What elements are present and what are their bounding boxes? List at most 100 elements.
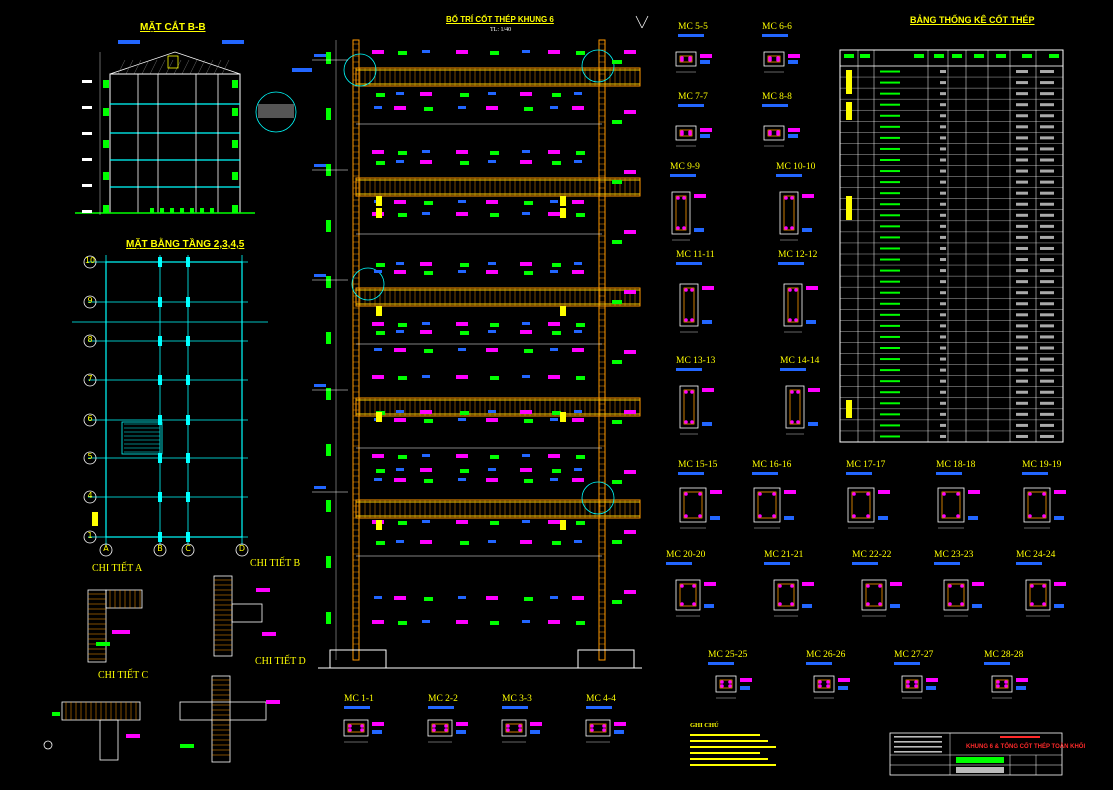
section-bar: [590, 724, 594, 728]
schedule-bar-shape: [880, 81, 900, 84]
north-arrow: [635, 15, 643, 29]
section-bar: [360, 724, 364, 728]
section-bar: [690, 318, 694, 322]
section-bar: [826, 684, 830, 688]
section-bar: [852, 492, 856, 496]
section-bar: [996, 684, 1000, 688]
rebar-tag: [396, 410, 404, 413]
rebar-tag: [460, 161, 469, 165]
schedule-cell: [1016, 103, 1028, 107]
section-bar: [518, 724, 522, 728]
rebar-tag: [522, 520, 530, 523]
schedule-cell: [940, 258, 946, 262]
section-outline: [943, 579, 969, 611]
section-stirrup: [777, 583, 795, 607]
rebar-tag: [460, 331, 469, 335]
schedule-member-mark: [846, 102, 852, 120]
rebar-mark: [376, 412, 382, 422]
rebar-tag: [394, 200, 406, 204]
schedule-cell: [940, 158, 946, 162]
schedule-header-cell: [914, 54, 924, 58]
section-bb-marker: [103, 172, 109, 180]
section-bb-marker: [103, 140, 109, 148]
schedule-cell: [940, 246, 946, 250]
section-label-underline: [936, 472, 962, 475]
section-bar: [956, 492, 960, 496]
rebar-mark: [560, 208, 566, 218]
schedule-cell: [940, 324, 946, 328]
section-bar: [784, 226, 788, 230]
schedule-cell: [940, 313, 946, 317]
rebar-tag: [552, 541, 561, 545]
floor-plan-column: [158, 453, 162, 463]
section-bar: [698, 514, 702, 518]
schedule-bar-shape: [880, 192, 900, 195]
floor-plan-row-label: 8: [87, 335, 93, 344]
section-bar: [682, 196, 686, 200]
section-stirrup: [941, 491, 961, 519]
schedule-cell: [1040, 401, 1054, 405]
rebar-tag: [520, 92, 532, 96]
rebar-tag: [376, 541, 385, 545]
frame-beam: [355, 397, 641, 417]
section-label-underline: [344, 706, 370, 709]
floor-plan-row-bubble: [83, 295, 97, 309]
section-label-underline: [806, 662, 832, 665]
floor-plan-column: [186, 453, 190, 463]
rebar-tag: [394, 348, 406, 352]
schedule-bar-shape: [880, 269, 900, 272]
frame-beam: [355, 499, 641, 519]
schedule-cell: [940, 335, 946, 339]
schedule-cell: [1016, 158, 1028, 162]
title-block-text: [894, 746, 942, 748]
floor-plan-row-label: 5: [87, 452, 93, 461]
section-bar: [692, 602, 696, 606]
section-label-underline: [678, 472, 704, 475]
rebar-mark: [560, 306, 566, 316]
section-label: MC 20-20: [666, 550, 706, 560]
title-block-field: [956, 757, 1004, 763]
section-bar: [676, 226, 680, 230]
section-bar: [826, 680, 830, 684]
rebar-tag: [624, 470, 636, 474]
schedule-cell: [940, 103, 946, 107]
section-bar: [852, 514, 856, 518]
rebar-tag: [486, 106, 498, 110]
section-stirrup: [789, 389, 801, 425]
section-outline: [679, 283, 699, 327]
schedule-cell: [1016, 291, 1028, 295]
section-tag: [972, 604, 982, 608]
schedule-bar-shape: [880, 402, 900, 405]
floor-plan-row-label: 6: [87, 414, 93, 423]
rebar-tag: [524, 597, 533, 601]
rebar-tag: [624, 110, 636, 114]
section-label: MC 16-16: [752, 460, 792, 470]
section-bb-marker: [232, 205, 238, 213]
schedule-cell: [1016, 401, 1028, 405]
section-tag: [838, 678, 850, 682]
section-label-underline: [762, 34, 788, 37]
section-outline: [763, 51, 785, 67]
section-label: MC 5-5: [678, 22, 708, 32]
schedule-cell: [1016, 269, 1028, 273]
detail-c-column: [99, 719, 119, 761]
roof-hatch: [181, 59, 190, 75]
rebar-tag: [522, 212, 530, 215]
schedule-cell: [1040, 434, 1054, 438]
rebar-tag: [420, 410, 432, 414]
section-bar: [758, 514, 762, 518]
section-bb-marker: [103, 205, 109, 213]
rebar-tag: [520, 540, 532, 544]
section-tag: [806, 286, 818, 290]
section-label: MC 22-22: [852, 550, 892, 560]
rebar-tag: [612, 240, 622, 244]
section-bb-level: [82, 210, 92, 213]
section-tag: [700, 54, 712, 58]
rebar-tag: [374, 106, 382, 109]
section-tag: [700, 128, 712, 132]
section-bar: [602, 724, 606, 728]
schedule-bar-shape: [880, 103, 900, 106]
section-outline: [1023, 487, 1051, 523]
rebar-tag: [396, 92, 404, 95]
schedule-cell: [1016, 180, 1028, 184]
